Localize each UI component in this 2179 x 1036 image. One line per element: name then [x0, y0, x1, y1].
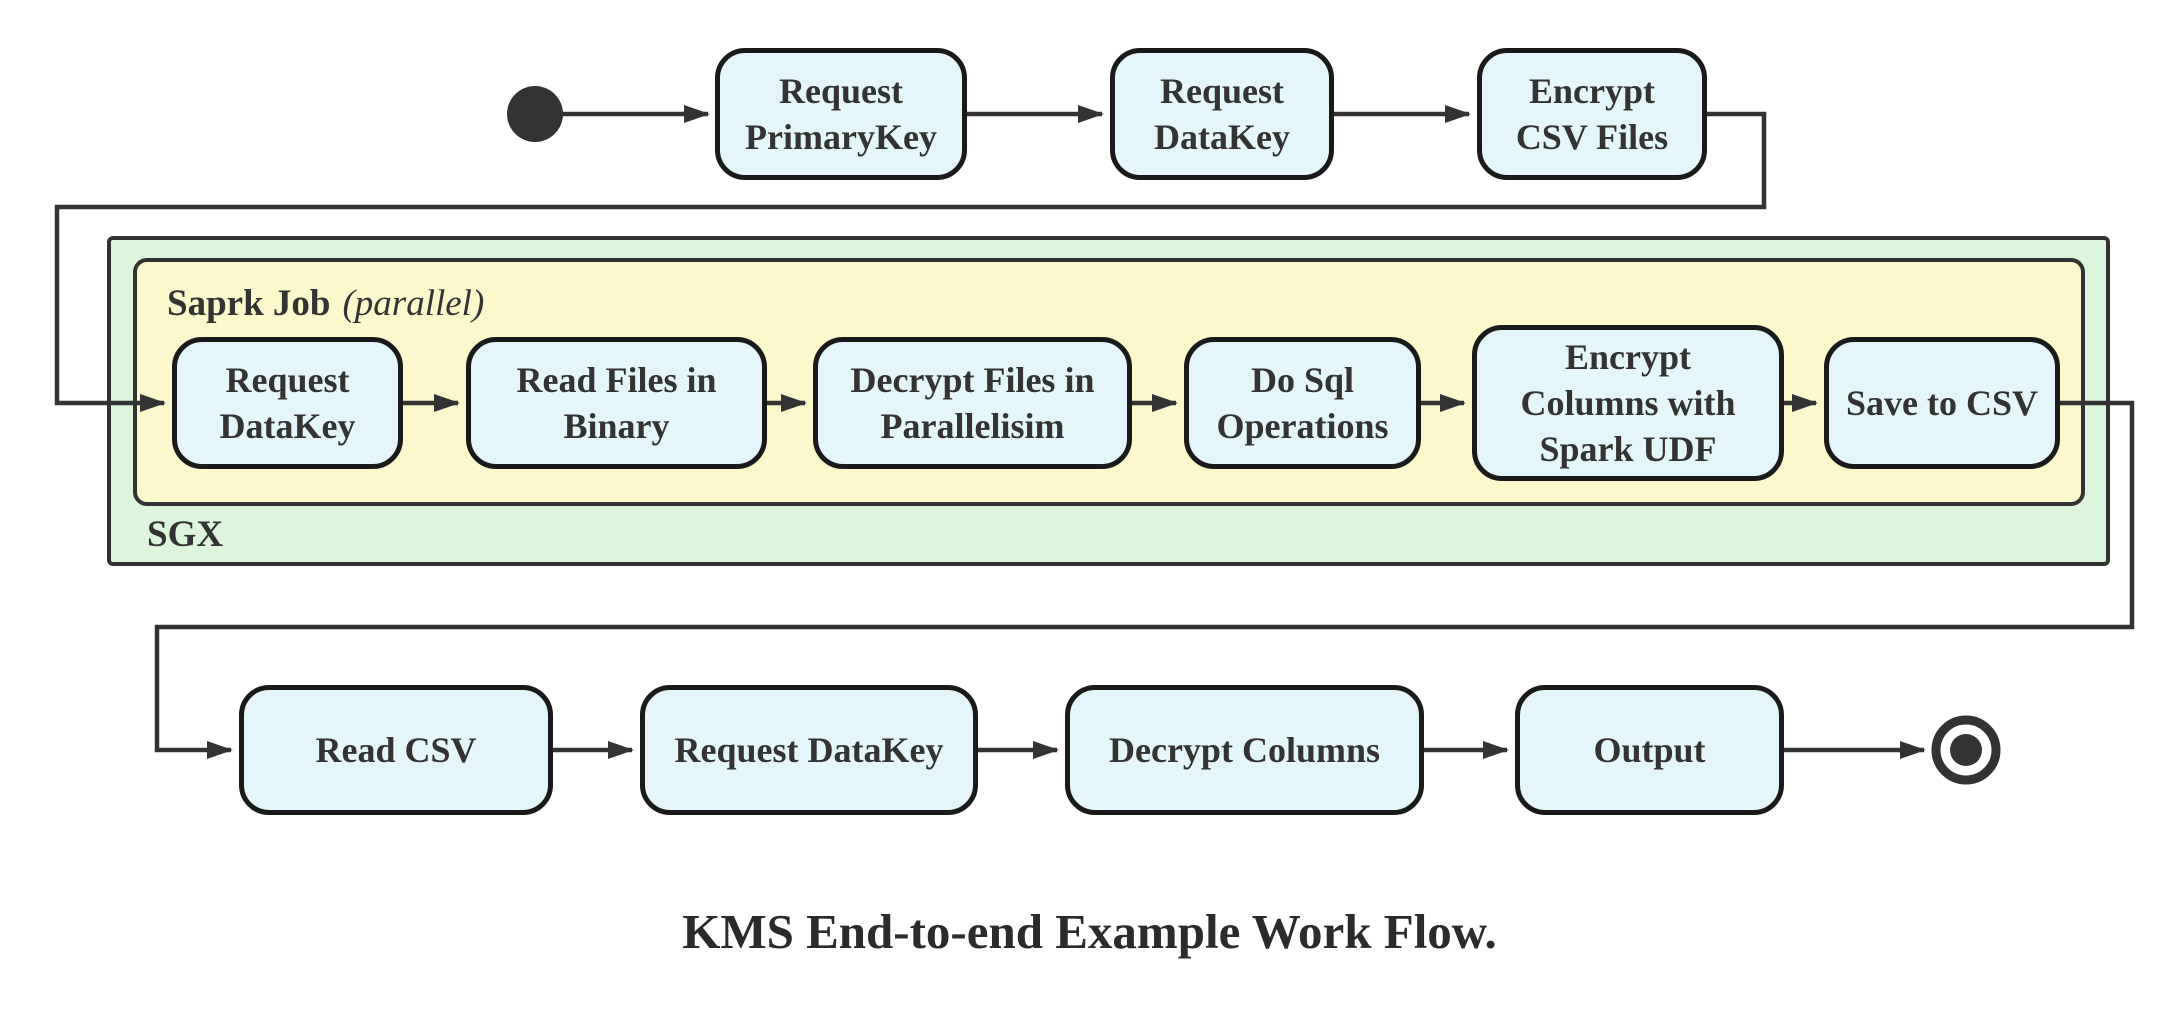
node-output: Output: [1515, 685, 1784, 815]
diagram-title: KMS End-to-end Example Work Flow.: [682, 904, 1497, 959]
node-do-sql-operations: Do Sql Operations: [1184, 337, 1421, 469]
end-state-icon: [1931, 715, 2001, 785]
start-state-icon: [507, 86, 563, 142]
spark-job-parallel-label: (parallel): [342, 283, 485, 324]
node-request-datakey-bottom: Request DataKey: [640, 685, 978, 815]
node-request-primarykey: Request PrimaryKey: [715, 48, 967, 180]
node-read-files-in-binary: Read Files in Binary: [466, 337, 767, 469]
node-save-to-csv: Save to CSV: [1824, 337, 2060, 469]
node-decrypt-columns: Decrypt Columns: [1065, 685, 1424, 815]
sgx-label: SGX: [147, 514, 224, 555]
spark-job-label-name: Saprk Job: [167, 283, 331, 324]
node-request-datakey-top: Request DataKey: [1110, 48, 1334, 180]
spark-job-label: Saprk Job (parallel): [167, 282, 484, 325]
node-encrypt-columns-with-spark-udf: Encrypt Columns with Spark UDF: [1472, 325, 1784, 481]
node-encrypt-csv-files: Encrypt CSV Files: [1477, 48, 1707, 180]
node-read-csv: Read CSV: [239, 685, 553, 815]
node-decrypt-files-in-parallelisim: Decrypt Files in Parallelisim: [813, 337, 1132, 469]
node-request-datakey-sgx: Request DataKey: [172, 337, 403, 469]
